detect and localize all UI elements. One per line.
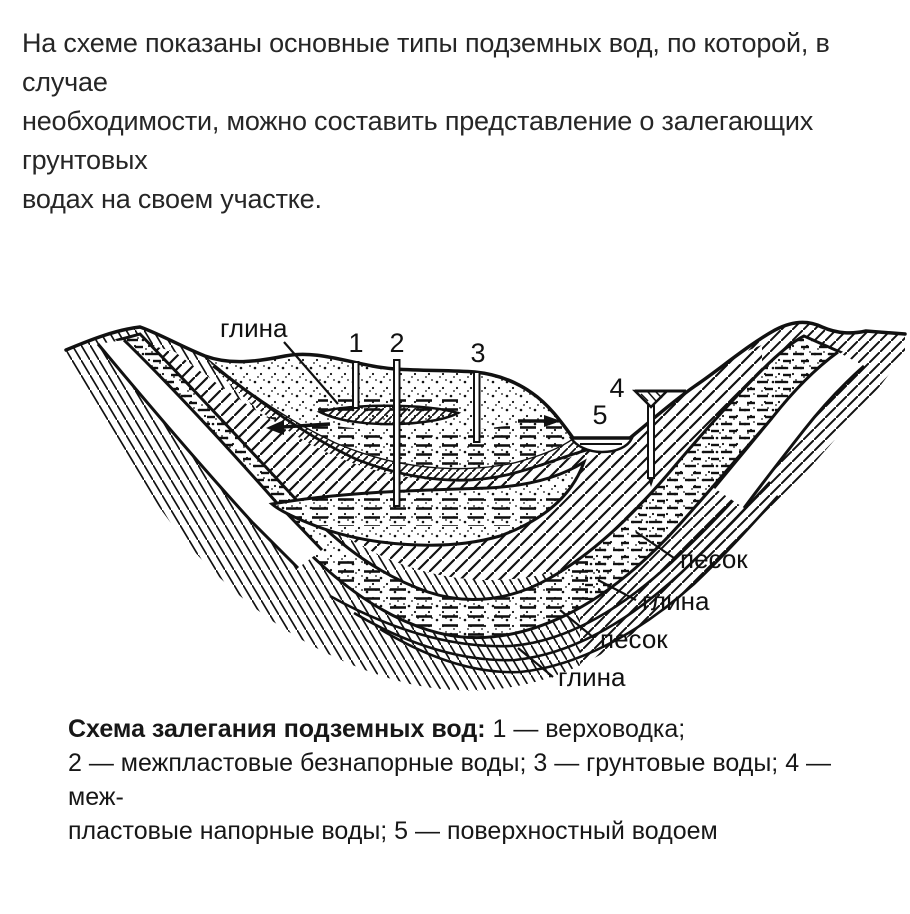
flow-arrow-left (266, 420, 331, 435)
well-3 (473, 371, 481, 443)
ground-surface-line (64, 320, 907, 440)
intro-line-3: водах на своем участке. (22, 184, 322, 214)
white-band-right (714, 352, 864, 508)
groundwater-diagram-figure: глина 1 2 3 4 5 песок глина песок глина (0, 295, 910, 705)
figure-caption: Схема залегания подземных вод: 1 — верхо… (68, 712, 878, 848)
label-clay-lower: глина (558, 662, 626, 692)
label-well-2: 2 (389, 328, 404, 358)
intro-line-2: необходимости, можно составить представл… (22, 106, 814, 175)
intro-paragraph: На схеме показаны основные типы подземны… (22, 24, 902, 219)
label-well-3: 3 (470, 338, 485, 368)
white-band-left-inner-edge (122, 338, 324, 552)
intro-line-1: На схеме показаны основные типы подземны… (22, 28, 830, 97)
caption-line-1-rest: 1 — верховодка; (485, 715, 686, 743)
well-2 (393, 359, 401, 507)
label-clay-right: глина (642, 586, 710, 616)
upper-clay-bottom-edge (212, 364, 596, 482)
white-band-right-inner-edge (712, 350, 839, 489)
label-pond-5: 5 (592, 400, 607, 430)
interlayer-lens-water (280, 494, 570, 526)
label-sand-lower: песок (600, 624, 668, 654)
caption-title: Схема залегания подземных вод: (68, 715, 486, 743)
well-1 (352, 361, 360, 409)
caption-line-1: Схема залегания подземных вод: 1 — верхо… (68, 712, 878, 746)
caption-line-2: 2 — межпластовые безнапорные воды; 3 — г… (68, 749, 832, 811)
white-band-right-outer-edge (742, 364, 865, 509)
white-band-left (98, 340, 322, 568)
well-4-artesian (631, 389, 686, 487)
label-clay-top: глина (220, 313, 288, 343)
label-sand-right: песок (680, 544, 748, 574)
label-well-4: 4 (609, 373, 624, 403)
flow-arrow-right (518, 415, 561, 427)
groundwater-diagram: глина 1 2 3 4 5 песок глина песок глина (64, 313, 907, 692)
label-well-1: 1 (348, 328, 363, 358)
caption-line-3: пластовые напорные воды; 5 — поверхностн… (68, 817, 718, 845)
leader-lines (283, 341, 675, 678)
clay-main-hatch (150, 345, 762, 581)
white-band-left-outer-edge (96, 343, 300, 570)
